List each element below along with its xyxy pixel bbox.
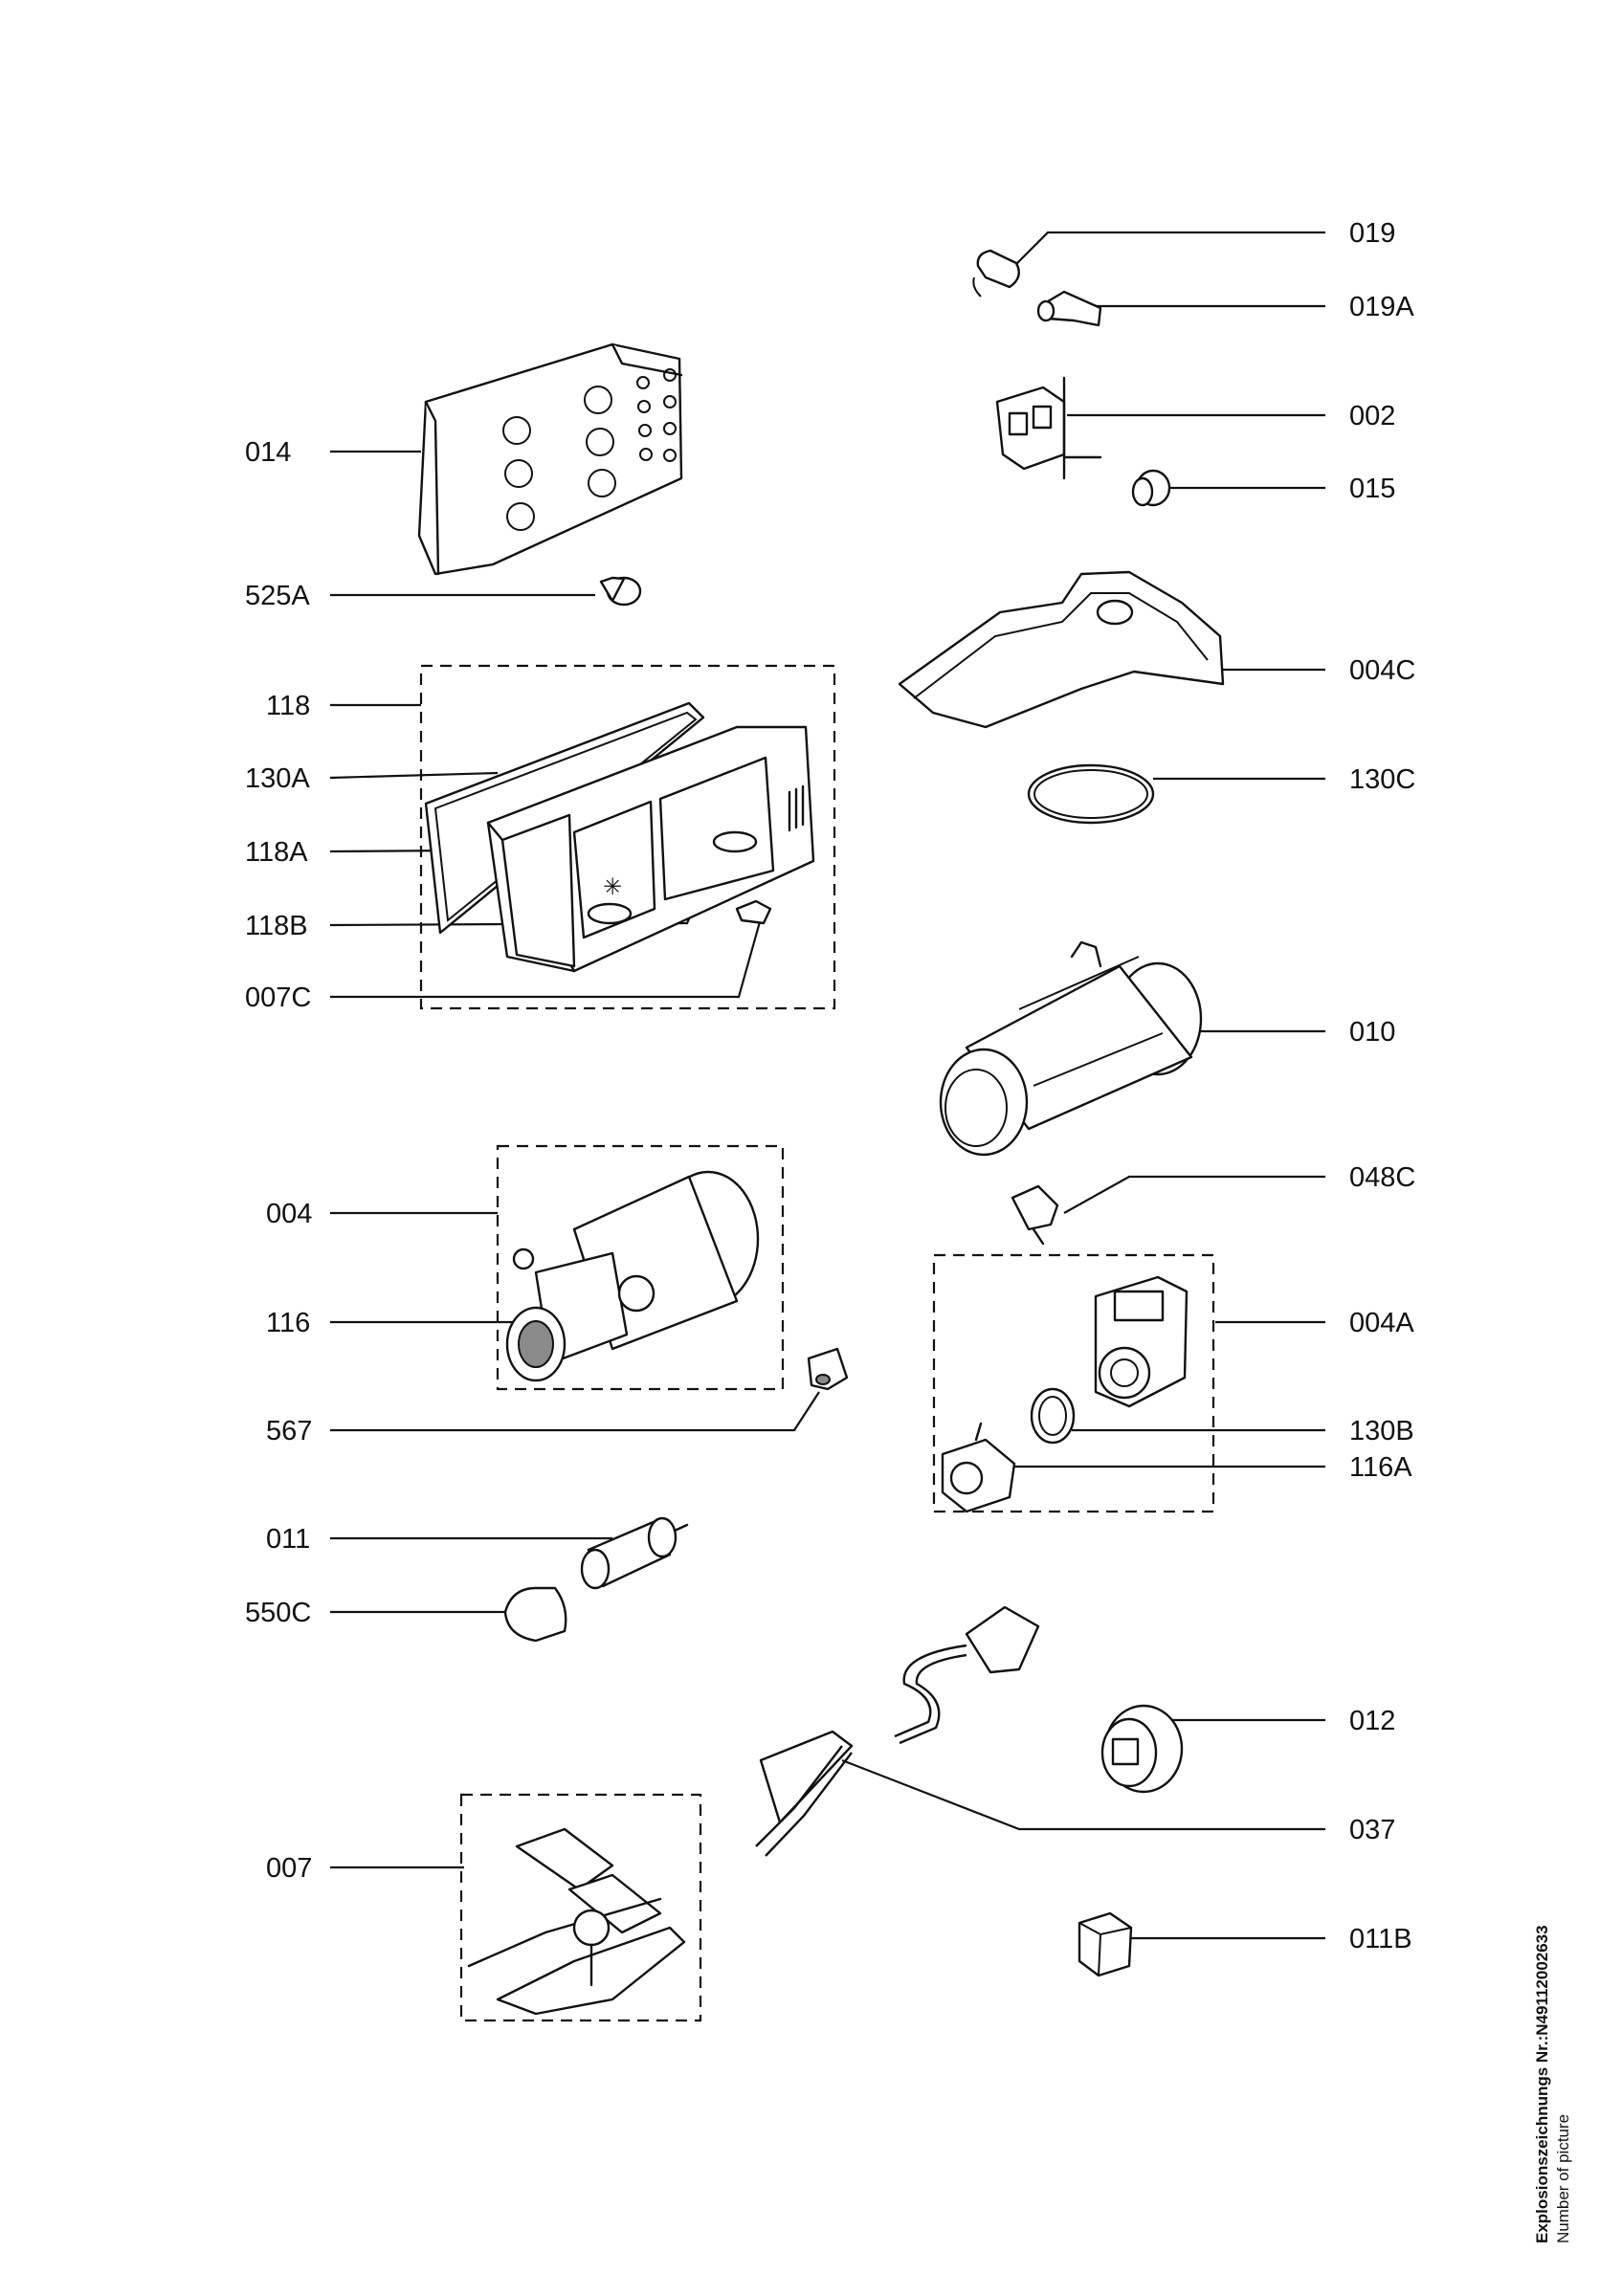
drawing-number-caption: Explosionszeichnungs Nr.:N49112002633 Nu…	[1533, 1925, 1572, 2243]
part-130B-ring-icon	[1030, 1387, 1076, 1445]
number-of-picture-label: Number of picture	[1554, 2114, 1572, 2243]
part-007C-clip-icon	[735, 899, 772, 925]
label-011: 011	[266, 1524, 310, 1555]
part-037-filter-icon	[755, 1730, 854, 1857]
part-116A-valve-icon	[941, 1422, 1016, 1513]
label-004A: 004A	[1349, 1308, 1414, 1338]
part-048C-sensor-icon	[1011, 1184, 1059, 1246]
label-012: 012	[1349, 1706, 1395, 1736]
part-014-control-module-icon	[417, 342, 683, 576]
label-007: 007	[266, 1853, 312, 1884]
part-015-bushing-icon	[1131, 469, 1171, 507]
left-callouts: 014 525A 118 130A 118A 118B 007C 004 116…	[245, 437, 820, 1884]
svg-text:✳: ✳	[603, 873, 622, 900]
label-010: 010	[1349, 1017, 1395, 1048]
part-010-heater-icon	[939, 940, 1203, 1157]
part-011-capacitor-icon	[580, 1516, 689, 1590]
label-015: 015	[1349, 474, 1395, 504]
label-130B: 130B	[1349, 1416, 1414, 1446]
part-004-pump-icon	[505, 1170, 760, 1382]
part-004C-cover-icon	[898, 570, 1225, 729]
group-box-007	[459, 1793, 702, 2022]
label-002: 002	[1349, 401, 1395, 431]
part-567-clip-icon	[807, 1347, 849, 1391]
label-118A: 118A	[245, 837, 308, 868]
part-118-dispenser-icon: ✳	[486, 725, 815, 973]
label-567: 567	[266, 1416, 312, 1446]
label-118: 118	[266, 691, 310, 721]
label-019: 019	[1349, 218, 1395, 249]
leader-007C	[330, 917, 763, 999]
group-box-118	[419, 664, 836, 1010]
part-525A-knob-icon	[599, 576, 642, 607]
label-130C: 130C	[1349, 764, 1415, 795]
part-550C-cap-icon	[503, 1586, 567, 1643]
part-011B-relay-icon	[1078, 1911, 1133, 1977]
label-007C: 007C	[245, 982, 311, 1013]
part-019A-pin-icon	[1036, 290, 1102, 327]
part-007-sump-assembly-icon	[467, 1827, 686, 2016]
part-012-pressure-switch-icon	[1100, 1704, 1184, 1794]
label-550C: 550C	[245, 1598, 311, 1628]
label-118B: 118B	[245, 911, 308, 941]
drawing-number: Explosionszeichnungs Nr.:N49112002633	[1533, 1925, 1551, 2243]
group-box-004	[496, 1144, 785, 1391]
part-019-spring-icon	[972, 249, 1020, 298]
group-box-004A	[932, 1253, 1215, 1513]
label-014: 014	[245, 437, 291, 468]
label-011B: 011B	[1349, 1924, 1412, 1954]
leader-048C	[1063, 1175, 1325, 1214]
label-130A: 130A	[245, 763, 310, 794]
label-525A: 525A	[245, 581, 310, 611]
label-116A: 116A	[1349, 1452, 1412, 1483]
part-002-door-switch-icon	[995, 376, 1102, 480]
right-callouts: 019 019A 002 015 004C 130C 010 048C 004A…	[841, 218, 1415, 1954]
label-048C: 048C	[1349, 1162, 1415, 1193]
label-004: 004	[266, 1199, 312, 1229]
label-037: 037	[1349, 1815, 1395, 1845]
leader-019	[1013, 231, 1325, 267]
leader-130A	[329, 771, 499, 780]
part-power-cord-icon	[894, 1605, 1040, 1745]
part-004A-drain-pump-icon	[1094, 1275, 1189, 1408]
label-116: 116	[266, 1308, 310, 1338]
part-130C-o-ring-icon	[1027, 763, 1155, 825]
leader-567	[330, 1391, 820, 1432]
label-004C: 004C	[1349, 655, 1415, 686]
leader-037	[841, 1758, 1325, 1831]
label-019A: 019A	[1349, 292, 1414, 322]
